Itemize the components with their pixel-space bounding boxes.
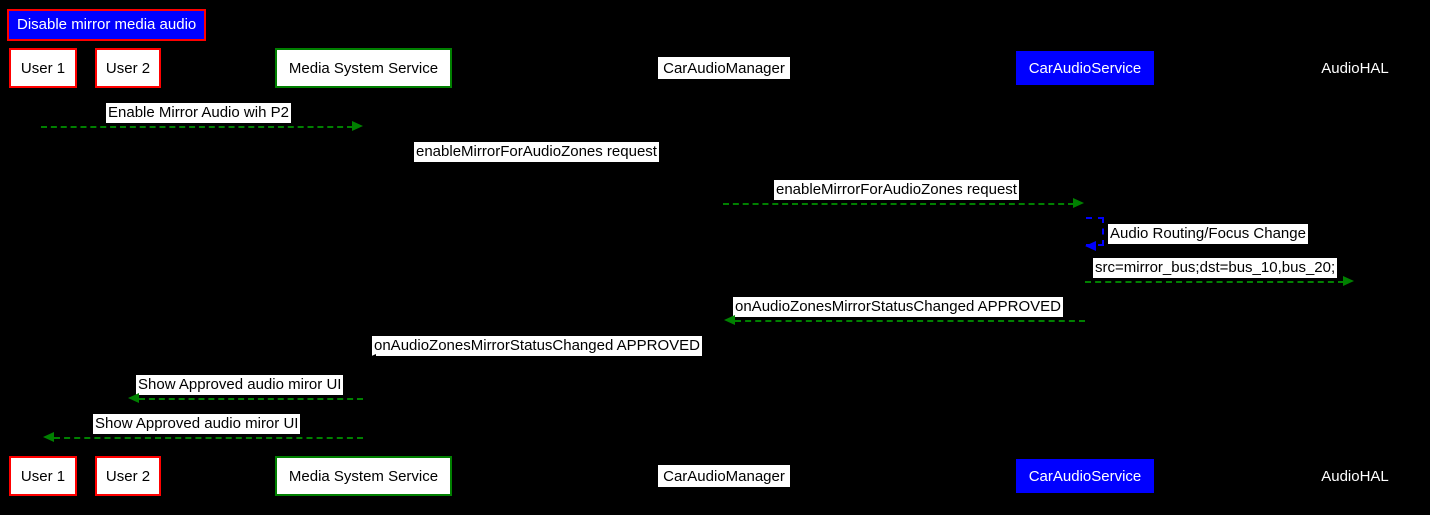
arrow-head-right-icon: [711, 160, 722, 170]
participant-label: CarAudioService: [1028, 467, 1142, 485]
lifeline-user2: [127, 88, 129, 456]
participant-footer-user2[interactable]: User 2: [95, 456, 161, 496]
arrow-head-right-icon: [1073, 198, 1084, 208]
arrow-head-left-icon: [365, 354, 376, 364]
arrow-head-left-icon: [128, 393, 139, 403]
message-label-show-approved-ui-user2: Show Approved audio miror UI: [136, 375, 344, 395]
lifeline-user1: [42, 88, 44, 456]
message-line-show-approved-ui-user2: [139, 398, 363, 400]
arrow-head-right-icon: [352, 121, 363, 131]
message-label-show-approved-ui-user1: Show Approved audio miror UI: [93, 414, 301, 434]
participant-label: Media System Service: [288, 59, 439, 77]
message-label-src-dst-buses: src=mirror_bus;dst=bus_10,bus_20;: [1093, 258, 1338, 278]
lifeline-car-audio-manager: [723, 88, 725, 456]
message-label-status-changed-manager: onAudioZonesMirrorStatusChanged APPROVED: [733, 297, 1064, 317]
participant-header-car-audio-manager[interactable]: CarAudioManager: [658, 57, 790, 79]
message-line-show-approved-ui-user1: [54, 437, 363, 439]
arrow-head-left-icon: [43, 432, 54, 442]
message-label-audio-routing-focus-change: Audio Routing/Focus Change: [1108, 224, 1308, 244]
message-line-enable-mirror-request-manager: [365, 165, 712, 167]
participant-footer-media-system-service[interactable]: Media System Service: [275, 456, 452, 496]
message-line-status-changed-media: [376, 359, 722, 361]
participant-label: User 1: [20, 467, 66, 485]
message-label-enable-mirror-request-manager: enableMirrorForAudioZones request: [414, 142, 659, 162]
diagram-title: Disable mirror media audio: [7, 9, 207, 41]
participant-header-user2[interactable]: User 2: [95, 48, 161, 88]
participant-label: User 2: [105, 59, 151, 77]
participant-label: AudioHAL: [1321, 59, 1389, 77]
message-line-src-dst-buses: [1085, 281, 1344, 283]
lifeline-media-system-service: [362, 88, 364, 456]
message-line-enable-mirror-audio: [41, 126, 353, 128]
lifeline-audio-hal: [1354, 88, 1356, 456]
participant-label: User 1: [20, 59, 66, 77]
message-label-status-changed-media: onAudioZonesMirrorStatusChanged APPROVED: [372, 336, 703, 356]
participant-header-media-system-service[interactable]: Media System Service: [275, 48, 452, 88]
participant-footer-car-audio-service[interactable]: CarAudioService: [1016, 459, 1154, 493]
participant-label: CarAudioManager: [663, 59, 785, 77]
message-label-enable-mirror-request-service: enableMirrorForAudioZones request: [774, 180, 1019, 200]
arrow-head-right-icon: [1343, 276, 1354, 286]
arrow-head-left-icon: [724, 315, 735, 325]
message-label-enable-mirror-audio: Enable Mirror Audio wih P2: [106, 103, 291, 123]
message-line-status-changed-manager: [735, 320, 1085, 322]
message-line-enable-mirror-request-service: [723, 203, 1074, 205]
lifeline-car-audio-service: [1084, 88, 1086, 456]
participant-label: User 2: [105, 467, 151, 485]
participant-header-audio-hal[interactable]: AudioHAL: [1307, 57, 1403, 79]
participant-label: Media System Service: [288, 467, 439, 485]
participant-footer-car-audio-manager[interactable]: CarAudioManager: [658, 465, 790, 487]
participant-header-car-audio-service[interactable]: CarAudioService: [1016, 51, 1154, 85]
arrow-head-left-icon: [1085, 241, 1096, 251]
participant-footer-audio-hal[interactable]: AudioHAL: [1307, 465, 1403, 487]
participant-header-user1[interactable]: User 1: [9, 48, 77, 88]
participant-footer-user1[interactable]: User 1: [9, 456, 77, 496]
participant-label: CarAudioService: [1028, 59, 1142, 77]
participant-label: AudioHAL: [1321, 467, 1389, 485]
participant-label: CarAudioManager: [663, 467, 785, 485]
